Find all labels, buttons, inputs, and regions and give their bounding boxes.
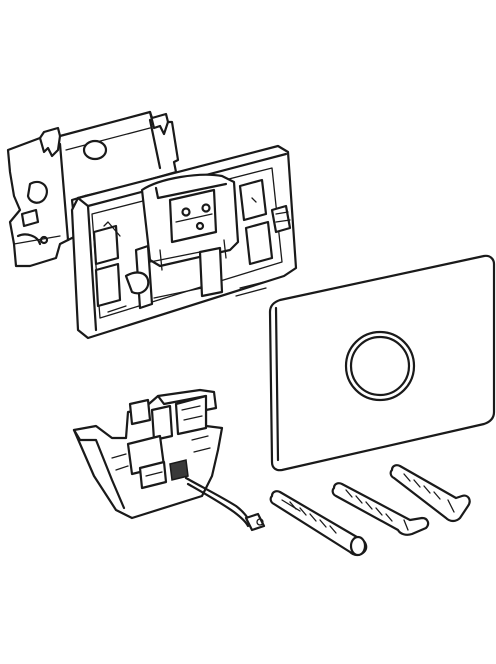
- fastening-rod-middle: [331, 482, 430, 536]
- cover-plate: [268, 254, 496, 472]
- fastening-rod-left: [269, 490, 368, 557]
- sensor-module: [72, 388, 266, 532]
- fastening-rod-right: [389, 464, 471, 523]
- mounting-bracket: [6, 110, 180, 268]
- mounting-frame: [70, 144, 298, 340]
